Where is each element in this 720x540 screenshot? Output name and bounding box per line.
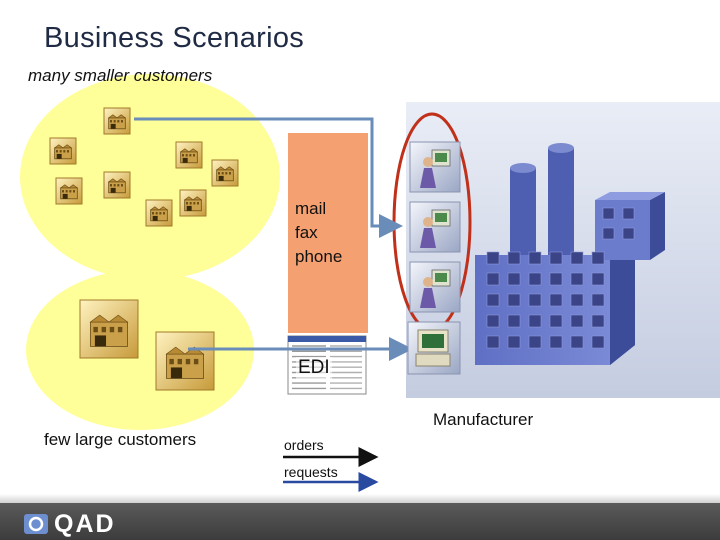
factory-window <box>602 207 615 220</box>
large-customers-label: few large customers <box>44 430 197 449</box>
factory-window <box>622 207 635 220</box>
factory-window <box>549 293 563 307</box>
factory-window <box>486 251 500 265</box>
footer-bar <box>0 503 720 540</box>
factory-icon <box>211 159 239 187</box>
small-customer-connector <box>134 117 403 238</box>
factory-icon <box>103 107 131 135</box>
factory-icon <box>49 137 77 165</box>
factory-window <box>549 251 563 265</box>
edi-label: EDI <box>296 357 332 379</box>
factory-window <box>528 293 542 307</box>
factory-window <box>591 272 605 286</box>
factory-icon <box>145 199 173 227</box>
factory-window <box>486 314 500 328</box>
factory-window <box>507 293 521 307</box>
factory-window <box>528 251 542 265</box>
large-customers-group <box>79 299 215 391</box>
factory-window <box>591 335 605 349</box>
channel-mail: mail <box>295 199 327 218</box>
small-customers-label: many smaller customers <box>28 66 213 85</box>
factory-window <box>507 335 521 349</box>
legend-orders: orders <box>284 437 324 453</box>
small-customers-area <box>20 74 280 280</box>
logo-mark <box>24 514 48 534</box>
factory-window <box>486 335 500 349</box>
factory-icon <box>79 299 139 359</box>
factory-window <box>622 227 635 240</box>
legend-requests: requests <box>284 464 338 480</box>
factory-icon <box>175 141 203 169</box>
small-customers-group <box>49 107 239 227</box>
operators-group <box>409 141 461 313</box>
factory-window <box>507 251 521 265</box>
computer-terminal-icon <box>407 321 461 375</box>
factory-window <box>591 314 605 328</box>
factory-window <box>549 272 563 286</box>
factory-window <box>591 251 605 265</box>
factory-icon <box>179 189 207 217</box>
factory-icon <box>155 331 215 391</box>
factory-window <box>570 293 584 307</box>
channels-list: mail fax phone <box>295 197 342 269</box>
factory-window <box>507 272 521 286</box>
channel-phone: phone <box>295 247 343 266</box>
factory-window <box>570 272 584 286</box>
factory-icon <box>55 177 83 205</box>
factory-windows <box>486 207 635 349</box>
footer-shadow <box>0 494 720 503</box>
manufacturer-label: Manufacturer <box>433 410 534 429</box>
factory-window <box>486 272 500 286</box>
factory-window <box>486 293 500 307</box>
page-title: Business Scenarios <box>44 22 305 54</box>
factory-window <box>528 272 542 286</box>
channel-fax: fax <box>295 223 318 242</box>
factory-window <box>528 314 542 328</box>
operator-icon <box>409 141 461 193</box>
mail-fax-phone-box <box>288 133 368 333</box>
factory-window <box>570 251 584 265</box>
operator-icon <box>409 261 461 313</box>
operator-icon <box>409 201 461 253</box>
factory-window <box>570 335 584 349</box>
factory-window <box>591 293 605 307</box>
factory-window <box>528 335 542 349</box>
factory-window <box>549 335 563 349</box>
factory-window <box>549 314 563 328</box>
factory-window <box>507 314 521 328</box>
factory-window <box>602 227 615 240</box>
logo-text: QAD <box>54 510 116 538</box>
factory-icon <box>103 171 131 199</box>
factory-window <box>570 314 584 328</box>
